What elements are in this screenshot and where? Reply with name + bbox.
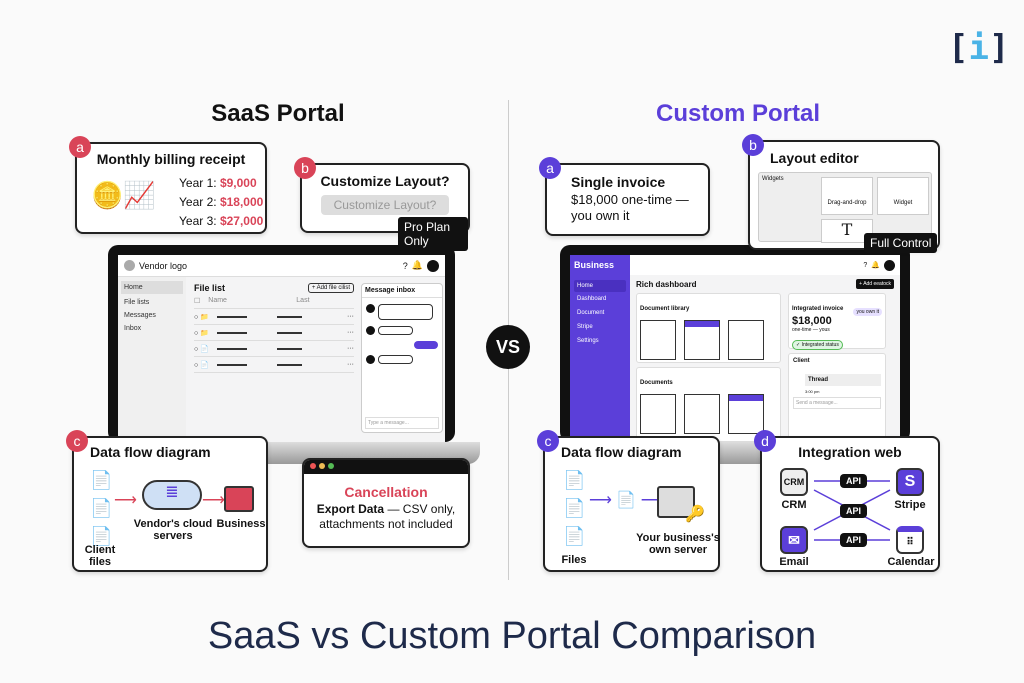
- message-card: Client Thread 3:00 pm Send a message...: [788, 353, 886, 442]
- calendar-label: Calendar: [887, 556, 935, 568]
- billing-callout: a Monthly billing receipt 🪙📈 Year 1: $9,…: [69, 136, 267, 234]
- files-label: Files: [561, 554, 587, 566]
- message-input[interactable]: Type a message...: [365, 417, 439, 429]
- badge-c: c: [66, 430, 88, 452]
- avatar[interactable]: [427, 259, 439, 272]
- cancellation-text: Export Data — CSV only, attachments not …: [316, 502, 456, 531]
- dataflow-title: Data flow diagram: [90, 444, 211, 460]
- help-icon[interactable]: ?: [863, 261, 868, 269]
- badge-c: c: [537, 430, 559, 452]
- client-files-icon: 📄📄📄: [90, 470, 113, 546]
- avatar[interactable]: [884, 259, 895, 271]
- help-icon[interactable]: ?: [402, 260, 408, 271]
- badge-b: b: [742, 134, 764, 156]
- layout-editor-callout: b Layout editor Widgets Drag-and-drop Wi…: [742, 134, 940, 253]
- nav-home[interactable]: Home: [121, 281, 183, 294]
- dashboard-title: Rich dashboard: [636, 280, 697, 289]
- col-last: Last: [296, 297, 310, 304]
- widget-tile[interactable]: Widget: [877, 177, 929, 215]
- badge-a: a: [69, 136, 91, 158]
- key-icon: 🔑: [685, 506, 705, 523]
- stripe-icon: S: [896, 468, 924, 496]
- nav-inbox[interactable]: Inbox: [124, 325, 142, 332]
- nav-messages[interactable]: Messages: [124, 312, 156, 319]
- saas-screen: Vendor logo ? 🔔 Home File lists Messages…: [118, 255, 445, 442]
- vendor-logo-icon: [124, 260, 135, 271]
- integration-callout: d Integration web CRM S ✉ ⠿ API API API …: [754, 430, 940, 572]
- crm-label: CRM: [781, 499, 807, 511]
- cancellation-title: Cancellation: [344, 484, 428, 500]
- nav-file-lists[interactable]: File lists: [124, 299, 150, 306]
- file-row[interactable]: ○ 📄···: [194, 341, 354, 357]
- file-list-title: File list: [194, 283, 226, 293]
- saas-title: SaaS Portal: [211, 100, 345, 127]
- api-pill: API: [840, 474, 868, 488]
- documents-card: Documents: [636, 367, 781, 442]
- badge-b: b: [294, 157, 316, 179]
- file-row[interactable]: ○ 📁···: [194, 309, 354, 325]
- coins-icon: 🪙📈: [91, 180, 156, 210]
- stripe-label: Stripe: [894, 499, 926, 511]
- saas-laptop: Vendor logo ? 🔔 Home File lists Messages…: [108, 245, 455, 442]
- inbox-title: Message inbox: [362, 284, 442, 298]
- crm-icon: CRM: [780, 468, 808, 496]
- custom-title: Custom Portal: [655, 100, 820, 127]
- add-file-button[interactable]: + Add file cilist: [307, 283, 354, 293]
- saas-dataflow-callout: c Data flow diagram 📄📄📄 ⟶ ≣ ⟶ Vendor's c…: [66, 430, 268, 572]
- integration-title: Integration web: [798, 444, 902, 460]
- calendar-icon: ⠿: [896, 526, 924, 554]
- single-invoice-text: $18,000 one-time — you own it: [571, 192, 689, 223]
- integrated-invoice-card: Integrated invoice $18,000 you own it on…: [788, 293, 886, 350]
- nav-settings[interactable]: Settings: [577, 338, 599, 344]
- widgets-panel-title: Widgets: [762, 176, 784, 182]
- badge-a: a: [539, 157, 561, 179]
- bell-icon[interactable]: 🔔: [411, 260, 423, 270]
- cloud-label: Vendor's cloud servers: [133, 518, 213, 542]
- vs-badge: VS: [486, 325, 530, 369]
- custom-screen: Business Home Dashboard Document Stripe …: [570, 255, 900, 442]
- email-label: Email: [779, 556, 809, 568]
- badge-d: d: [754, 430, 776, 452]
- own-server-label: Your business's own server: [636, 532, 720, 556]
- dataflow-title: Data flow diagram: [561, 444, 682, 460]
- api-pill: API: [840, 504, 868, 518]
- nav-document[interactable]: Document: [577, 310, 605, 316]
- col-name: Name: [208, 297, 227, 304]
- single-invoice-callout: a Single invoice $18,000 one-time — you …: [539, 157, 710, 236]
- brand-logo: [i]: [948, 28, 1010, 68]
- file-row[interactable]: ○ 📄···: [194, 357, 354, 373]
- customize-layout-button-disabled: Customize Layout?: [321, 195, 449, 215]
- add-button[interactable]: + Add eeatock: [856, 279, 894, 289]
- full-control-tag: Full Control: [864, 233, 938, 253]
- footer-title: SaaS vs Custom Portal Comparison: [207, 615, 817, 657]
- single-invoice-title: Single invoice: [571, 174, 666, 190]
- drag-drop-tile[interactable]: Drag-and-drop: [821, 177, 873, 215]
- send-message-input[interactable]: Send a message...: [793, 397, 881, 409]
- file-row[interactable]: ○ 📁···: [194, 325, 354, 341]
- files-icon: 📄📄📄: [563, 470, 586, 546]
- server-icon: [224, 486, 254, 512]
- cloud-icon: ≣: [142, 480, 202, 510]
- custom-laptop: Business Home Dashboard Document Stripe …: [560, 245, 910, 442]
- layout-editor-title: Layout editor: [770, 150, 859, 166]
- customize-callout: b Customize Layout? Customize Layout? Pr…: [294, 157, 470, 251]
- nav-home[interactable]: Home: [574, 280, 626, 292]
- pro-plan-tag: Pro Plan Only: [398, 217, 468, 251]
- customize-title: Customize Layout?: [320, 173, 450, 189]
- text-tile[interactable]: T: [821, 219, 873, 243]
- vendor-logo: Vendor logo: [139, 260, 188, 271]
- document-library-card: Document library: [636, 293, 781, 363]
- nav-stripe[interactable]: Stripe: [577, 324, 593, 330]
- email-icon: ✉: [780, 526, 808, 554]
- bell-icon[interactable]: 🔔: [871, 262, 880, 269]
- custom-dataflow-callout: c Data flow diagram 📄📄📄 ⟶ 📄 ⟶ 🔑 Your bus…: [537, 430, 720, 572]
- business-brand: Business: [574, 260, 615, 270]
- business-label: Business: [216, 518, 266, 530]
- api-pill: API: [840, 533, 868, 547]
- cancellation-window: Cancellation Export Data — CSV only, att…: [302, 458, 470, 548]
- own-server-icon: [657, 486, 695, 518]
- billing-title: Monthly billing receipt: [96, 151, 246, 167]
- nav-dashboard[interactable]: Dashboard: [577, 296, 607, 302]
- client-files-label: Client files: [84, 544, 116, 568]
